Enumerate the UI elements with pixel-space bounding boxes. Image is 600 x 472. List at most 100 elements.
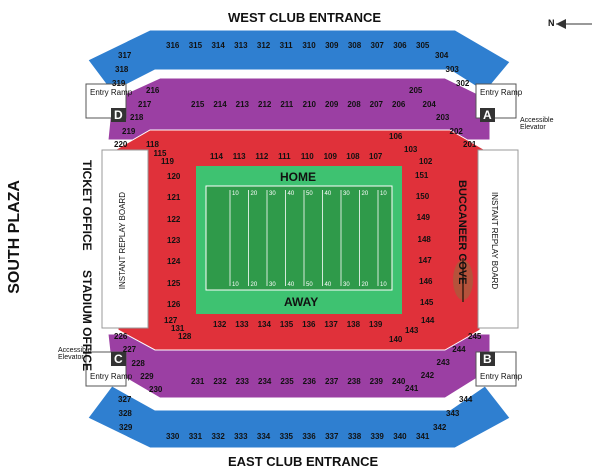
section-243[interactable]: 243 bbox=[436, 358, 450, 367]
section-319[interactable]: 319 bbox=[112, 79, 126, 88]
section-113[interactable]: 113 bbox=[232, 152, 246, 161]
section-332[interactable]: 332 bbox=[211, 432, 225, 441]
section-309[interactable]: 309 bbox=[325, 41, 339, 50]
section-337[interactable]: 337 bbox=[325, 432, 339, 441]
section-210[interactable]: 210 bbox=[302, 100, 317, 109]
section-146[interactable]: 146 bbox=[419, 276, 433, 286]
section-232[interactable]: 232 bbox=[213, 377, 227, 386]
section-211[interactable]: 211 bbox=[280, 100, 294, 109]
section-339[interactable]: 339 bbox=[370, 432, 384, 441]
section-136[interactable]: 136 bbox=[302, 320, 316, 329]
section-305[interactable]: 305 bbox=[416, 41, 430, 50]
section-218[interactable]: 218 bbox=[130, 113, 144, 122]
section-311[interactable]: 311 bbox=[279, 41, 293, 50]
section-119[interactable]: 119 bbox=[161, 157, 174, 166]
section-233[interactable]: 233 bbox=[235, 377, 250, 386]
section-125[interactable]: 125 bbox=[167, 278, 181, 288]
section-111[interactable]: 111 bbox=[278, 152, 291, 161]
section-331[interactable]: 331 bbox=[188, 432, 203, 441]
section-132[interactable]: 132 bbox=[213, 320, 227, 329]
section-230[interactable]: 230 bbox=[149, 385, 163, 394]
section-237[interactable]: 237 bbox=[325, 377, 339, 386]
section-215[interactable]: 215 bbox=[191, 100, 205, 109]
section-239[interactable]: 239 bbox=[369, 377, 384, 386]
section-202[interactable]: 202 bbox=[449, 126, 463, 136]
section-338[interactable]: 338 bbox=[347, 432, 362, 441]
section-341[interactable]: 341 bbox=[416, 432, 430, 441]
section-343[interactable]: 343 bbox=[446, 409, 460, 418]
section-144[interactable]: 144 bbox=[421, 316, 435, 325]
section-228[interactable]: 228 bbox=[131, 358, 145, 368]
section-128[interactable]: 128 bbox=[178, 332, 192, 341]
section-227[interactable]: 227 bbox=[122, 345, 137, 355]
section-109[interactable]: 109 bbox=[323, 152, 337, 161]
section-312[interactable]: 312 bbox=[256, 41, 271, 50]
section-138[interactable]: 138 bbox=[346, 320, 361, 329]
section-318[interactable]: 318 bbox=[115, 65, 129, 74]
section-308[interactable]: 308 bbox=[347, 41, 362, 50]
section-123[interactable]: 123 bbox=[167, 236, 181, 245]
section-148[interactable]: 148 bbox=[417, 234, 431, 244]
section-151[interactable]: 151 bbox=[415, 171, 429, 180]
section-217[interactable]: 217 bbox=[138, 99, 152, 109]
section-307[interactable]: 307 bbox=[370, 41, 384, 50]
section-120[interactable]: 120 bbox=[167, 172, 181, 181]
section-219[interactable]: 219 bbox=[122, 126, 136, 136]
section-213[interactable]: 213 bbox=[235, 100, 250, 109]
section-234[interactable]: 234 bbox=[258, 377, 272, 386]
section-103[interactable]: 103 bbox=[404, 144, 418, 154]
section-244[interactable]: 244 bbox=[452, 345, 466, 354]
section-238[interactable]: 238 bbox=[347, 377, 361, 386]
section-304[interactable]: 304 bbox=[435, 51, 449, 60]
section-139[interactable]: 139 bbox=[369, 320, 383, 329]
section-302[interactable]: 302 bbox=[456, 79, 470, 88]
section-108[interactable]: 108 bbox=[346, 152, 360, 161]
section-131[interactable]: 131 bbox=[171, 324, 185, 333]
section-315[interactable]: 315 bbox=[188, 41, 203, 50]
section-241[interactable]: 241 bbox=[405, 384, 419, 393]
section-121[interactable]: 121 bbox=[167, 193, 181, 203]
section-235[interactable]: 235 bbox=[280, 377, 294, 386]
section-314[interactable]: 314 bbox=[211, 41, 225, 50]
section-220[interactable]: 220 bbox=[114, 140, 128, 149]
section-328[interactable]: 328 bbox=[118, 409, 132, 418]
section-317[interactable]: 317 bbox=[118, 51, 132, 60]
section-124[interactable]: 124 bbox=[167, 257, 181, 267]
section-149[interactable]: 149 bbox=[416, 213, 431, 223]
section-245[interactable]: 245 bbox=[468, 332, 482, 341]
section-226[interactable]: 226 bbox=[114, 332, 128, 341]
section-115[interactable]: 115 bbox=[153, 148, 167, 158]
section-201[interactable]: 201 bbox=[463, 140, 477, 149]
section-335[interactable]: 335 bbox=[279, 432, 293, 441]
section-134[interactable]: 134 bbox=[257, 320, 271, 329]
section-212[interactable]: 212 bbox=[258, 100, 272, 109]
section-209[interactable]: 209 bbox=[325, 100, 339, 109]
section-342[interactable]: 342 bbox=[433, 423, 447, 432]
section-333[interactable]: 333 bbox=[234, 432, 248, 441]
section-310[interactable]: 310 bbox=[302, 41, 316, 50]
section-208[interactable]: 208 bbox=[347, 100, 361, 109]
section-126[interactable]: 126 bbox=[167, 300, 181, 309]
section-303[interactable]: 303 bbox=[445, 65, 459, 74]
section-145[interactable]: 145 bbox=[420, 298, 434, 307]
section-118[interactable]: 118 bbox=[146, 140, 159, 149]
section-137[interactable]: 137 bbox=[324, 320, 338, 329]
section-344[interactable]: 344 bbox=[459, 395, 473, 404]
section-110[interactable]: 110 bbox=[300, 152, 314, 161]
section-150[interactable]: 150 bbox=[415, 192, 430, 202]
section-214[interactable]: 214 bbox=[213, 100, 227, 109]
section-127[interactable]: 127 bbox=[164, 316, 178, 325]
section-327[interactable]: 327 bbox=[118, 395, 132, 404]
section-242[interactable]: 242 bbox=[420, 371, 435, 380]
section-340[interactable]: 340 bbox=[393, 432, 407, 441]
section-114[interactable]: 114 bbox=[210, 152, 223, 161]
section-106[interactable]: 106 bbox=[389, 132, 403, 141]
section-336[interactable]: 336 bbox=[302, 432, 316, 441]
section-203[interactable]: 203 bbox=[436, 113, 450, 122]
section-316[interactable]: 316 bbox=[166, 41, 180, 50]
section-306[interactable]: 306 bbox=[393, 41, 407, 50]
section-229[interactable]: 229 bbox=[140, 371, 154, 381]
section-329[interactable]: 329 bbox=[119, 423, 133, 432]
section-207[interactable]: 207 bbox=[369, 100, 384, 109]
section-240[interactable]: 240 bbox=[392, 377, 406, 386]
